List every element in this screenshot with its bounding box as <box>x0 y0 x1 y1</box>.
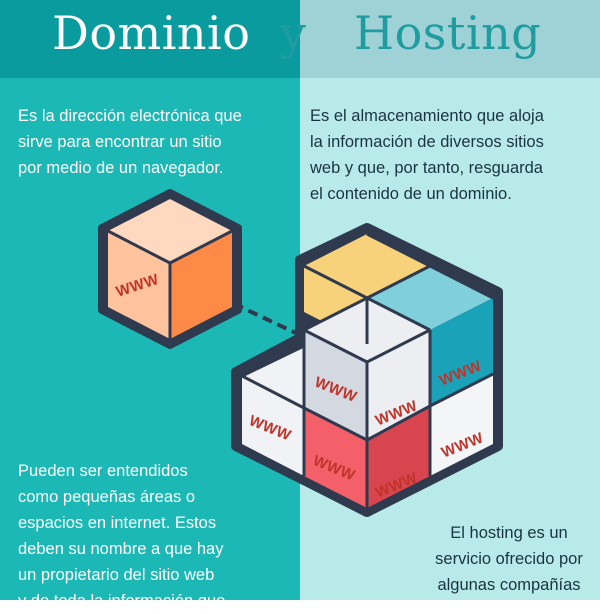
cubes-illustration: WWW WWW <box>98 189 503 517</box>
cluster-edges <box>241 232 494 508</box>
dominio-header <box>0 0 300 78</box>
title-y: y <box>280 6 307 60</box>
dominio-description: Pueden ser entendidos como pequeñas área… <box>18 462 226 610</box>
title-hosting: Hosting <box>354 6 542 60</box>
title-dominio: Dominio <box>52 6 251 60</box>
dominio-cube: WWW <box>98 189 242 349</box>
dominio-definition: Es la dirección electrónica que sirve pa… <box>18 107 242 177</box>
hosting-definition: Es el almacenamiento que aloja la inform… <box>310 107 544 203</box>
hosting-description: El hosting es un servicio ofrecido por a… <box>435 524 583 594</box>
page-title: Dominio y Hosting <box>0 0 600 78</box>
hosting-header <box>300 0 600 78</box>
